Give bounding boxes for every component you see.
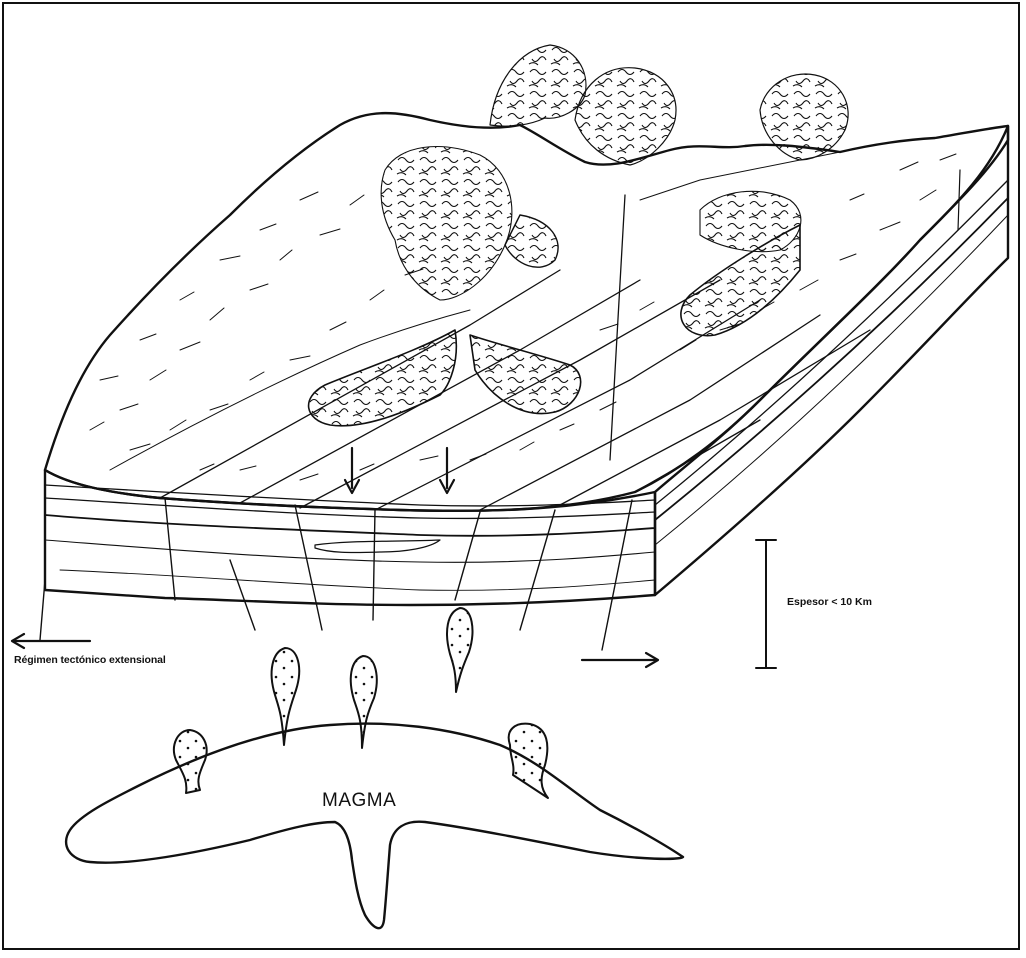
strata-line — [655, 198, 1008, 520]
strata-line — [45, 540, 655, 562]
extension-arrow-right — [582, 653, 658, 667]
magma-diapir — [447, 608, 472, 692]
subsidence-arrow — [345, 448, 359, 493]
fault-line — [610, 195, 625, 460]
fault-line — [40, 580, 45, 640]
strata-line — [45, 515, 655, 536]
regimen-label: Régimen tectónico extensional — [14, 654, 166, 666]
magma-diapir — [174, 730, 207, 793]
sediment-lens — [315, 540, 440, 553]
fault-line — [455, 512, 480, 600]
fault-line — [295, 505, 322, 630]
terrain-hachure — [90, 154, 956, 480]
lava-flow — [505, 215, 558, 267]
magma-label: MAGMA — [322, 790, 396, 812]
thickness-label: Espesor < 10 Km — [787, 596, 872, 608]
lava-flow — [309, 330, 457, 426]
thickness-scale-bar — [756, 540, 776, 668]
terrain-surface — [45, 113, 1008, 511]
magma-chamber — [66, 724, 683, 929]
fault-line — [373, 510, 375, 620]
volcano-cone — [575, 68, 676, 165]
fault-line — [520, 510, 555, 630]
fault-line — [560, 330, 870, 505]
right-face — [655, 126, 1008, 595]
strata-line — [655, 215, 1008, 545]
volcano-cone — [760, 74, 848, 160]
strata-line — [60, 570, 655, 590]
fault-line — [230, 560, 255, 630]
magma-diapir — [351, 656, 377, 748]
fault-line — [602, 500, 632, 650]
fault-line — [635, 420, 760, 492]
volcano-cone — [490, 45, 586, 126]
extension-arrow-left — [12, 634, 90, 648]
volcano-cone — [381, 147, 512, 300]
magma-diapir — [509, 724, 548, 798]
